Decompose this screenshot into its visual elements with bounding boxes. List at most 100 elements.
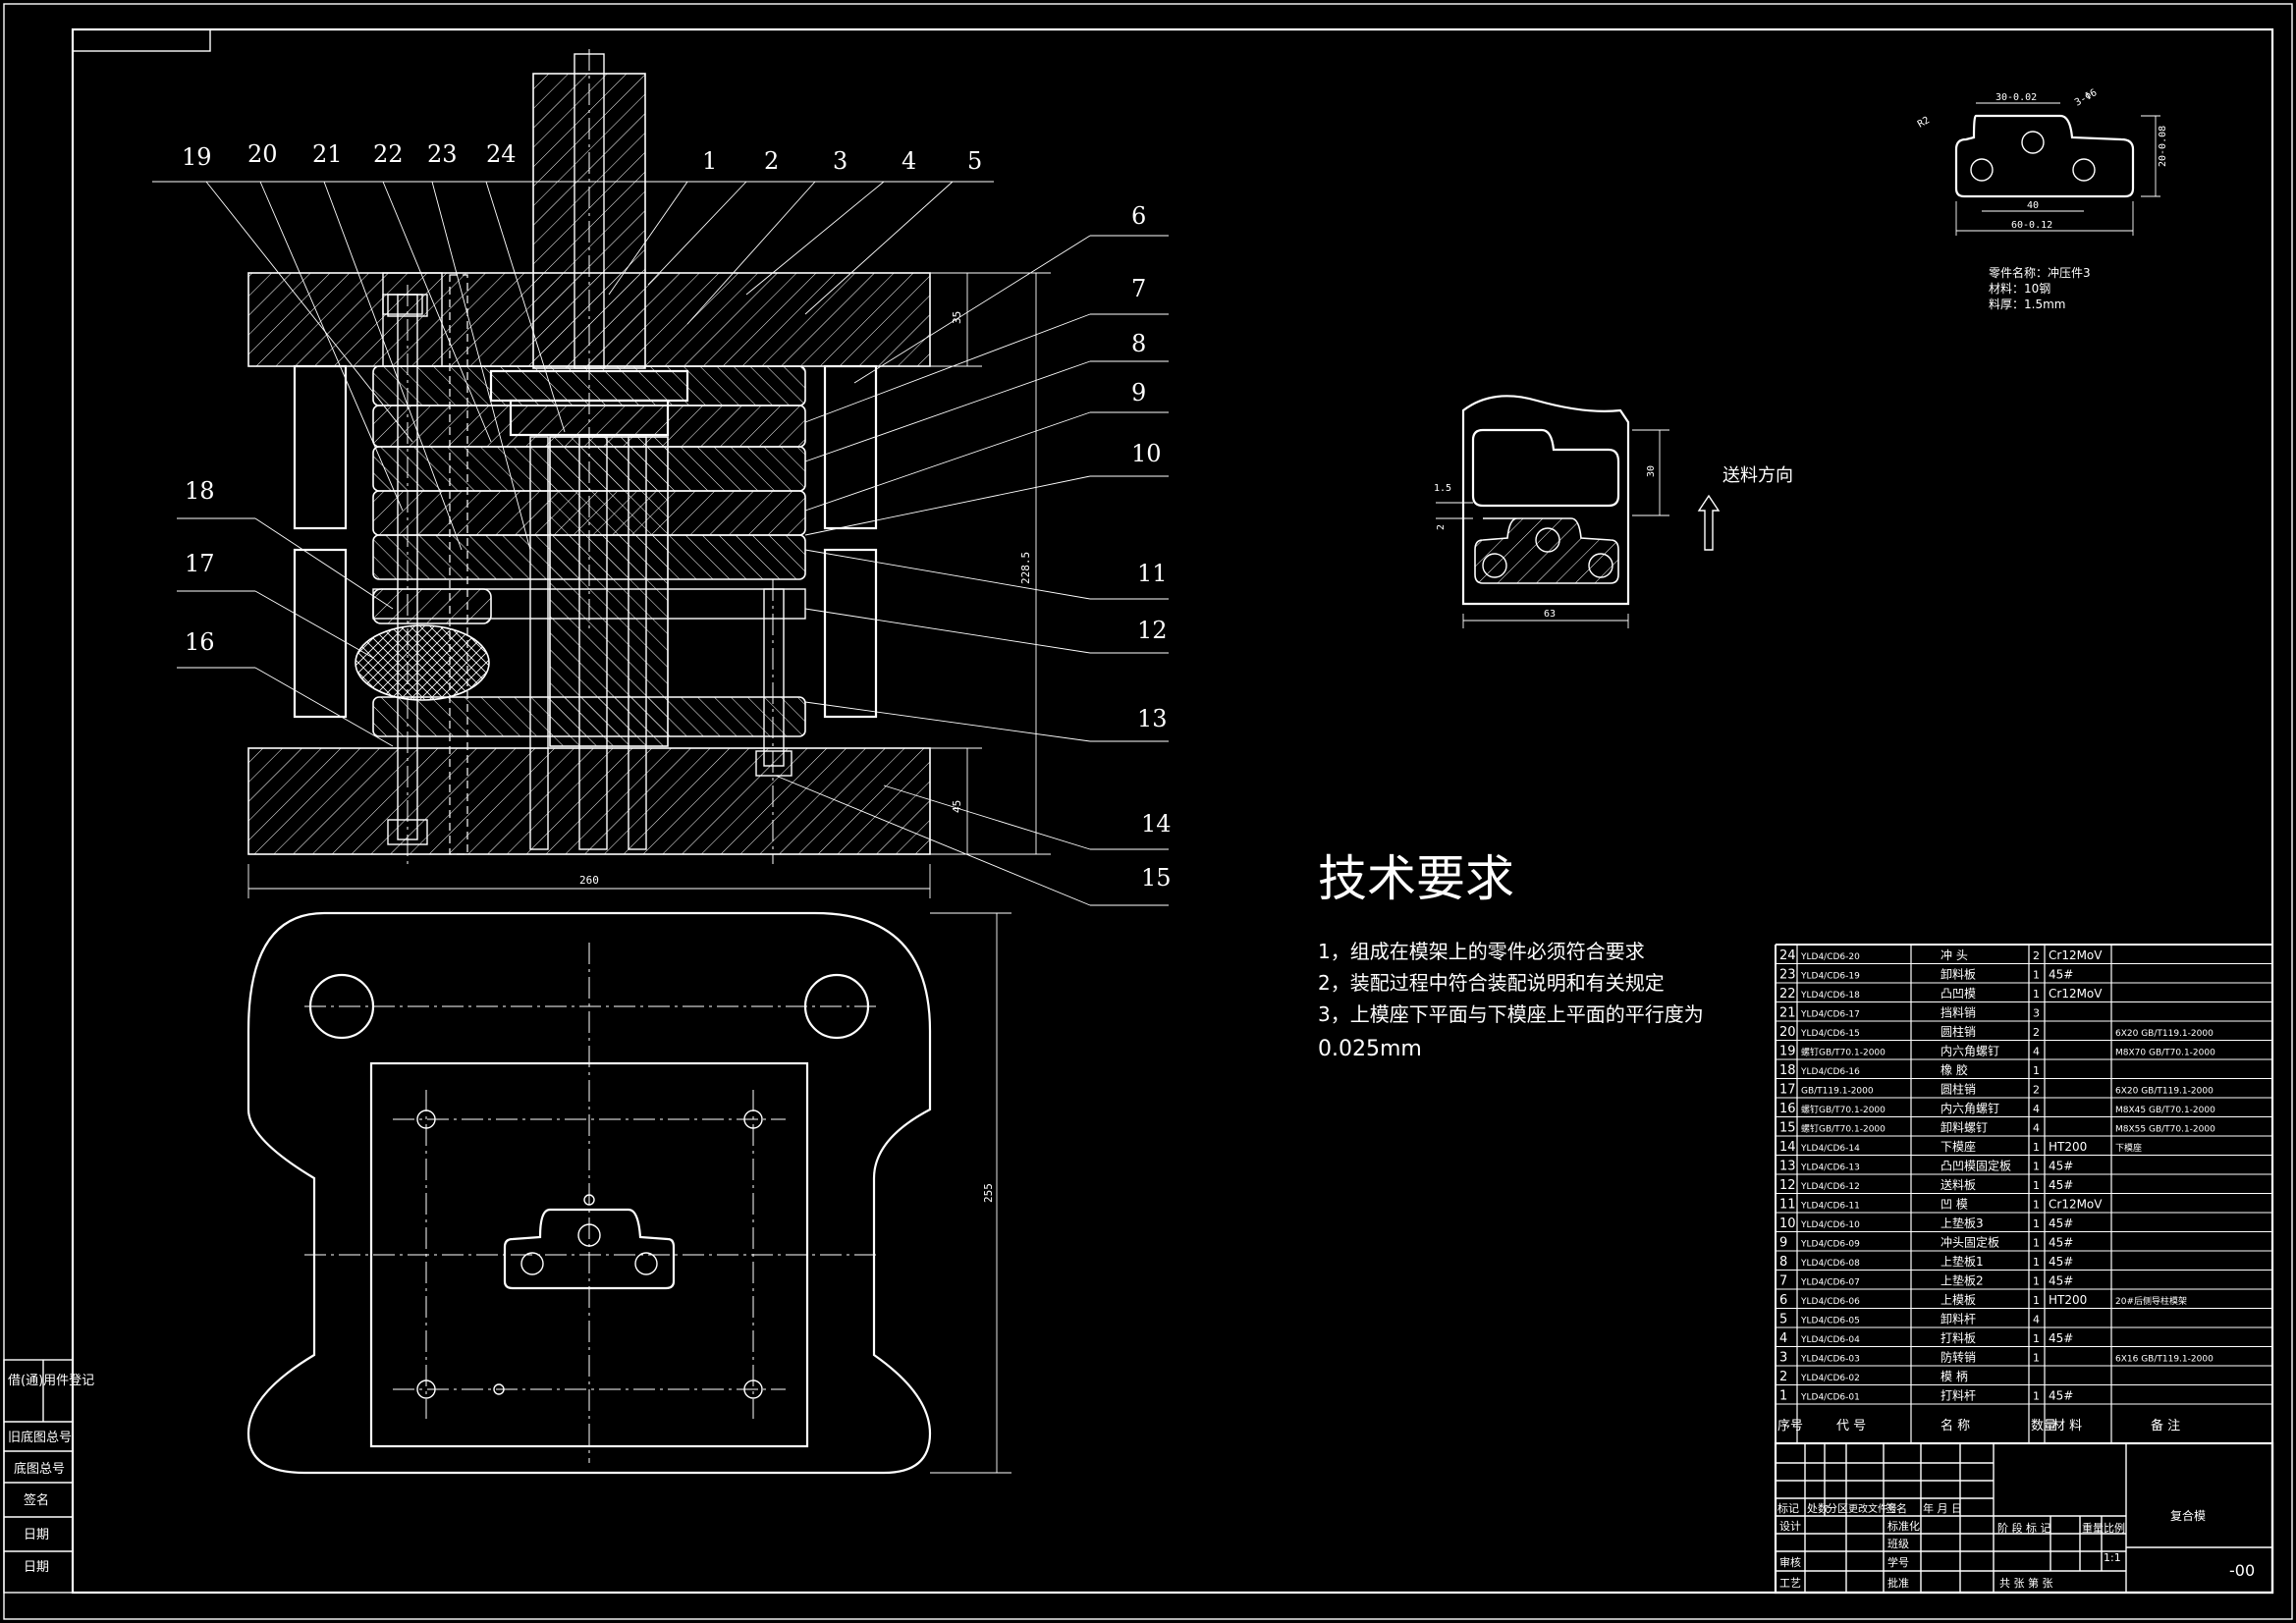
side-label-2: 底图总号 <box>14 1461 65 1477</box>
dim-part-radius: R2 <box>1916 115 1932 131</box>
bom-header-5: 备 注 <box>2151 1418 2180 1434</box>
punch-die <box>549 436 669 747</box>
rev-h-1: 处数 <box>1807 1502 1829 1515</box>
callout-12: 12 <box>1137 617 1168 644</box>
bom-cell-21-1: YLD4/CD6-17 <box>1800 1010 1860 1020</box>
bom-cell-14-3: 1 <box>2033 1141 2040 1154</box>
bom-cell-15-1: 螺钉GB/T70.1-2000 <box>1801 1124 1886 1135</box>
section-view: 19 20 21 22 23 24 1 2 3 4 5 6 7 8 9 10 1… <box>152 49 1172 906</box>
bom-cell-7-4: 45# <box>2049 1274 2073 1288</box>
bom-cell-23-0: 23 <box>1779 968 1796 983</box>
bom-header-4: 材 料 <box>2052 1419 2082 1434</box>
dim-base-width: 260 <box>579 874 599 887</box>
bom-cell-23-2: 卸料板 <box>1941 967 1976 982</box>
bom-cell-23-4: 45# <box>2049 968 2073 982</box>
bom-cell-2-1: YLD4/CD6-02 <box>1800 1374 1860 1383</box>
dim-plan-depth: 255 <box>982 1183 995 1203</box>
strip-blank-1 <box>1471 428 1620 508</box>
tech-item-2: 2，装配过程中符合装配说明和有关规定 <box>1318 971 1665 995</box>
bom-cell-24-0: 24 <box>1779 948 1796 963</box>
bom-cell-6-2: 上模板 <box>1941 1293 1976 1307</box>
bom-cell-10-2: 上垫板3 <box>1941 1216 1984 1230</box>
lower-die-plate <box>247 747 931 855</box>
tech-item-1: 1，组成在模架上的零件必须符合要求 <box>1318 940 1645 963</box>
bom-header-3: 数量 <box>2031 1419 2056 1434</box>
bom-cell-4-2: 打料板 <box>1941 1331 1976 1345</box>
bom-cell-12-2: 送料板 <box>1941 1177 1976 1192</box>
callout-8: 8 <box>1131 330 1146 357</box>
bom-cell-21-2: 挡料销 <box>1941 1006 1976 1020</box>
scale-value: 1:1 <box>2104 1551 2121 1564</box>
bom-cell-23-3: 1 <box>2033 969 2040 982</box>
bom-cell-6-1: YLD4/CD6-06 <box>1800 1297 1860 1307</box>
role-process: 工艺 <box>1779 1577 1801 1590</box>
bom-cell-10-3: 1 <box>2033 1217 2040 1230</box>
part-info-name: 零件名称：冲压件3 <box>1989 265 2091 280</box>
drawing-code: -00 <box>2229 1561 2255 1580</box>
bom-cell-20-1: YLD4/CD6-15 <box>1800 1029 1860 1039</box>
bom-cell-22-0: 22 <box>1779 987 1796 1001</box>
bom-cell-2-2: 模 柄 <box>1941 1370 1968 1383</box>
bom-cell-18-0: 18 <box>1779 1063 1796 1078</box>
bom-cell-13-1: YLD4/CD6-13 <box>1800 1163 1860 1173</box>
callout-14: 14 <box>1141 810 1172 838</box>
bom-cell-3-3: 1 <box>2033 1352 2040 1365</box>
bom-cell-5-3: 4 <box>2033 1314 2040 1326</box>
callout-labels: 19 20 21 22 23 24 1 2 3 4 5 6 7 8 9 10 1… <box>182 140 1172 892</box>
upper-die-plate <box>247 272 931 367</box>
bom-cell-5-0: 5 <box>1779 1313 1787 1327</box>
callout-7: 7 <box>1131 275 1146 302</box>
bom-cell-10-0: 10 <box>1779 1217 1796 1231</box>
rev-h-4: 签名 <box>1886 1501 1907 1515</box>
plan-part-outline <box>503 1208 676 1290</box>
bom-cell-15-0: 15 <box>1779 1121 1796 1136</box>
bom-cell-1-3: 1 <box>2033 1390 2040 1403</box>
side-label-1: 旧底图总号 <box>8 1430 72 1445</box>
bom-cell-24-4: Cr12MoV <box>2049 948 2103 962</box>
bom-cell-3-5: 6X16 GB/T119.1-2000 <box>2115 1355 2214 1365</box>
bom-cell-8-3: 1 <box>2033 1256 2040 1269</box>
bom-cell-20-2: 圆柱销 <box>1941 1024 1976 1039</box>
bom-cell-8-2: 上垫板1 <box>1941 1254 1984 1269</box>
bom-header-0: 序号 <box>1777 1419 1803 1434</box>
bom-cell-12-1: YLD4/CD6-12 <box>1800 1182 1860 1192</box>
side-label-5: 日期 <box>24 1560 49 1575</box>
bom-cell-21-3: 3 <box>2033 1007 2040 1020</box>
bom-cell-11-0: 11 <box>1779 1198 1796 1213</box>
callout-3: 3 <box>833 147 847 175</box>
plan-view: 255 <box>246 911 1011 1475</box>
callout-11: 11 <box>1137 560 1168 587</box>
lower-plate-outline <box>246 911 932 1475</box>
feed-arrow-icon <box>1697 494 1721 551</box>
callout-1: 1 <box>702 147 717 175</box>
bom-cell-7-0: 7 <box>1779 1274 1787 1289</box>
callout-16: 16 <box>185 628 215 656</box>
bom-cell-15-2: 卸料螺钉 <box>1941 1120 1988 1135</box>
bom-cell-16-3: 4 <box>2033 1103 2040 1115</box>
section-dimensions <box>247 272 1051 898</box>
callout-6: 6 <box>1131 202 1146 230</box>
dim-strip-side: 1.5 <box>1434 483 1451 494</box>
callout-22: 22 <box>373 140 404 168</box>
rubber-block <box>355 624 490 701</box>
bom-cell-24-1: YLD4/CD6-20 <box>1800 952 1860 962</box>
callout-4: 4 <box>902 147 916 175</box>
bom-cell-14-1: YLD4/CD6-14 <box>1800 1144 1860 1154</box>
role-design: 设计 <box>1779 1520 1801 1533</box>
bom-cell-1-0: 1 <box>1779 1389 1787 1404</box>
bom-cell-8-4: 45# <box>2049 1255 2073 1269</box>
inner-frame <box>71 27 2274 1595</box>
technical-requirements: 技术要求 1，组成在模架上的零件必须符合要求 2，装配过程中符合装配说明和有关规… <box>1318 850 1704 1061</box>
bom-cell-7-3: 1 <box>2033 1275 2040 1288</box>
callout-9: 9 <box>1131 379 1146 406</box>
bom-cell-3-1: YLD4/CD6-03 <box>1800 1355 1860 1365</box>
bom-cell-14-4: HT200 <box>2049 1140 2087 1154</box>
bom-cell-4-3: 1 <box>2033 1332 2040 1345</box>
rev-h-2: 分区 <box>1827 1502 1848 1515</box>
dim-strip-height: 30 <box>1646 465 1657 477</box>
bom-cell-13-0: 13 <box>1779 1160 1796 1174</box>
dim-top-thickness: 35 <box>951 311 963 324</box>
bom-cell-15-3: 4 <box>2033 1122 2040 1135</box>
bom-cell-22-2: 凸凹模 <box>1941 987 1976 1001</box>
part-info-material: 材料：10钢 <box>1989 282 2050 296</box>
